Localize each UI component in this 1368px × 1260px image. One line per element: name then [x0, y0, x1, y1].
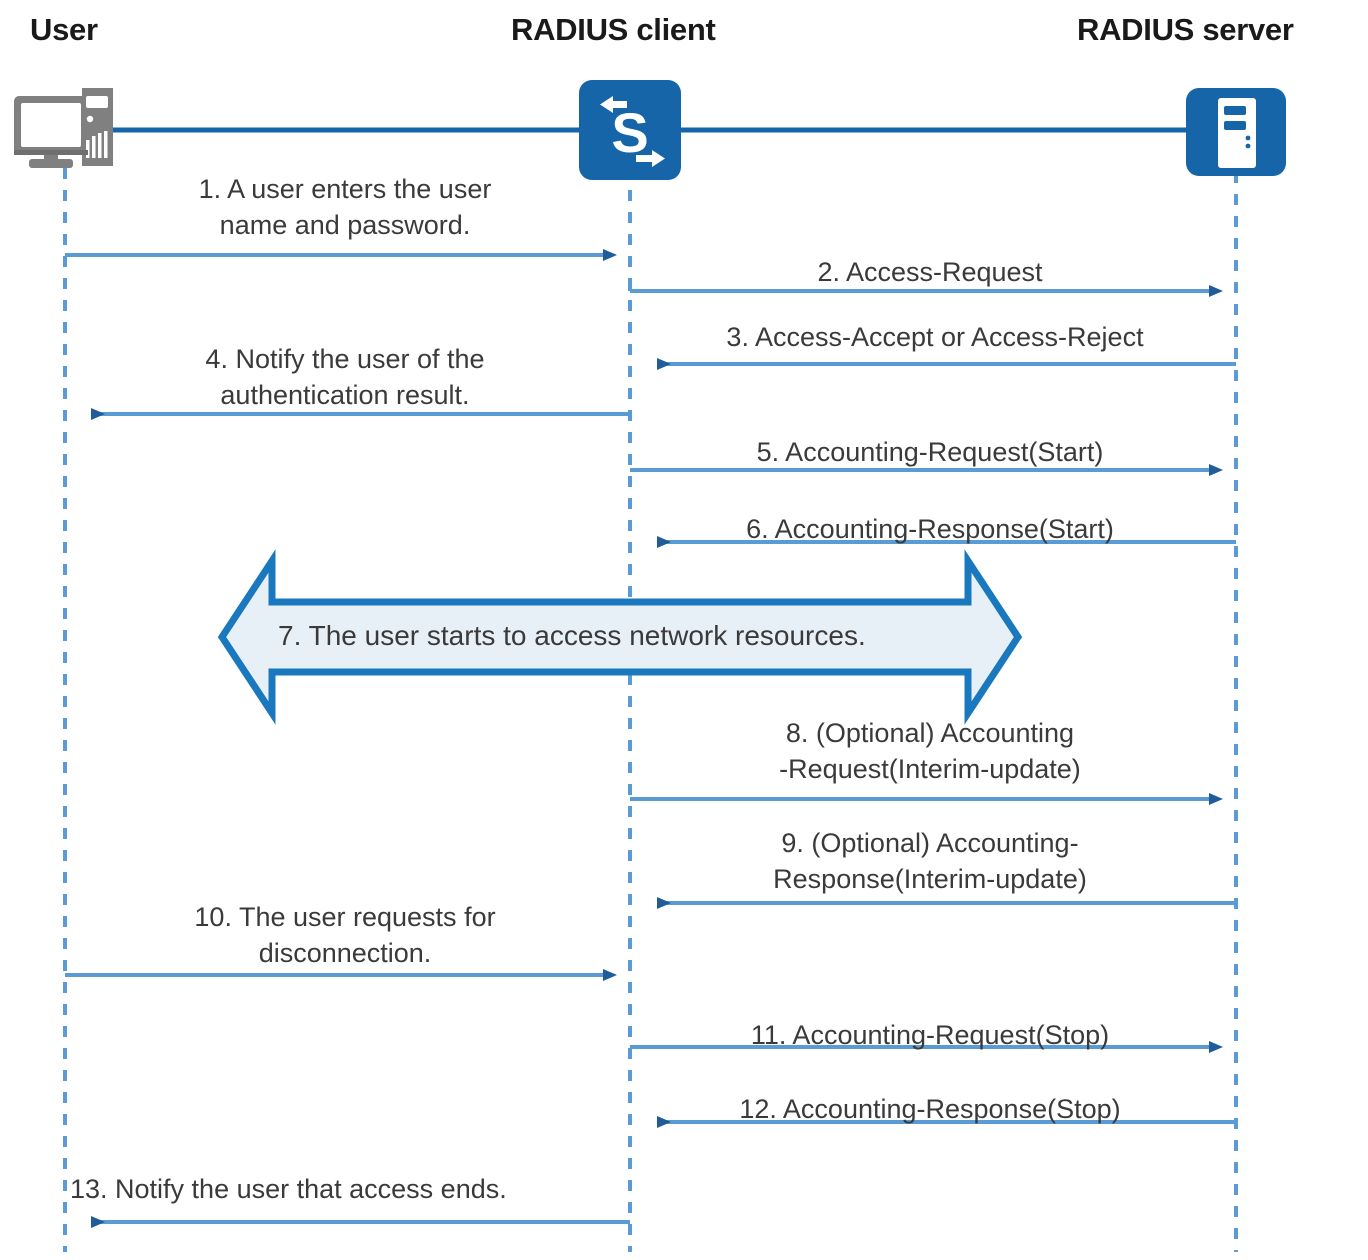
actor-header-radius-server: RADIUS server: [1077, 12, 1294, 47]
switch-icon: [579, 80, 681, 180]
desktop-pc-icon: [14, 88, 113, 168]
message-label-6: 6. Accounting-Response(Start): [746, 514, 1114, 544]
message-label-1: 1. A user enters the user name and passw…: [198, 174, 492, 240]
actor-header-user: User: [30, 12, 98, 47]
message-label-3: 3. Access-Accept or Access-Reject: [726, 322, 1144, 352]
message-label-5: 5. Accounting-Request(Start): [756, 437, 1104, 467]
message-label-8: 8. (Optional) Accounting -Request(Interi…: [779, 718, 1081, 784]
message-label-9: 9. (Optional) Accounting- Response(Inter…: [773, 828, 1087, 894]
message-label-12: 12. Accounting-Response(Stop): [739, 1094, 1121, 1124]
lifelines: [63, 168, 1238, 1252]
switch-s-glyph: S: [611, 100, 649, 164]
message-label-10: 10. The user requests for disconnection.: [194, 902, 496, 968]
message-label-11: 11. Accounting-Request(Stop): [750, 1020, 1110, 1050]
message-label-4: 4. Notify the user of the authentication…: [205, 344, 485, 410]
message-arrow-2: [628, 285, 1223, 297]
message-label-2: 2. Access-Request: [817, 257, 1043, 287]
server-icon: [1186, 88, 1286, 176]
actor-header-radius-client: RADIUS client: [511, 12, 716, 47]
message-block-arrow-7: [217, 549, 1023, 725]
message-label-13: 13. Notify the user that access ends.: [70, 1174, 507, 1204]
message-label-7: 7. The user starts to access network res…: [278, 620, 866, 651]
